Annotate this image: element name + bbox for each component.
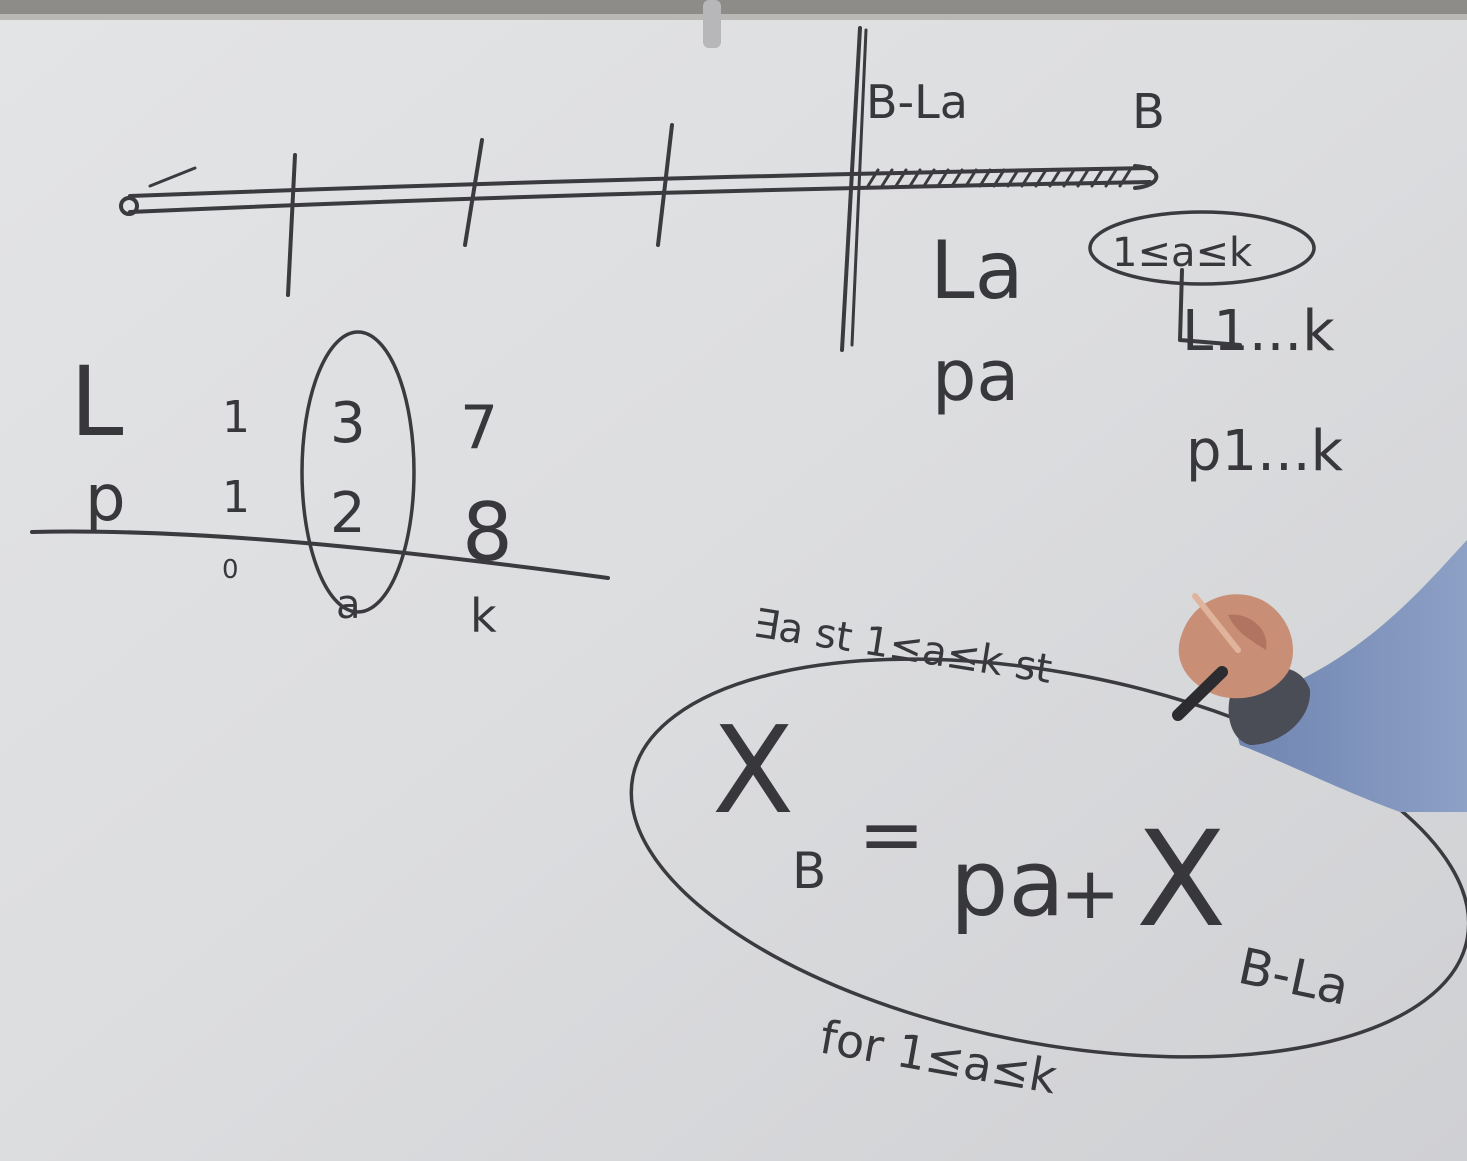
table-row-label-length: L [70, 346, 123, 458]
segment-label-top: B-La [866, 75, 968, 129]
table-cell-price-1: 1 [222, 472, 250, 523]
formula-rhs-var: X [1136, 803, 1226, 957]
rod-tick-1 [286, 153, 297, 297]
hatch-stroke [1104, 168, 1118, 188]
rod-end-label: B [1132, 84, 1165, 140]
hatch-stroke [1048, 168, 1062, 188]
instructor-arm [1172, 540, 1467, 812]
table-index-1: 0 [222, 555, 239, 585]
instructor-sleeve [1238, 540, 1467, 812]
table-index-3: k [470, 589, 497, 643]
hatch-stroke [1062, 168, 1076, 188]
rod-cut-line [840, 26, 862, 352]
hatch-stroke [1006, 168, 1020, 188]
hatch-stroke [1020, 168, 1034, 188]
table-cell-length-3: 7 [460, 393, 498, 463]
hatch-stroke [1118, 168, 1132, 188]
hatch-stroke [880, 168, 894, 188]
table-column-oval [300, 330, 416, 614]
hatch-stroke [936, 168, 950, 188]
marker-icon [1172, 666, 1228, 721]
table-row-label-price: p [85, 462, 126, 536]
table-cell-length-2: 3 [330, 391, 366, 456]
rod-diagram [119, 26, 1159, 352]
table-cell-length-1: 1 [222, 392, 250, 443]
formula-term: pa [950, 830, 1065, 937]
recurrence-oval [629, 657, 1467, 1059]
hatch-stroke [964, 168, 978, 188]
table-divider [30, 529, 610, 580]
prices-label: p1...k [1186, 419, 1344, 484]
hatch-stroke [922, 168, 936, 188]
table-cell-price-2: 2 [330, 481, 366, 546]
board-clip [703, 0, 721, 48]
hatch-stroke [950, 168, 964, 188]
hatch-stroke [908, 168, 922, 188]
recurrence-formula: X B = pa + X B-La [629, 657, 1467, 1059]
hatch-stroke [992, 168, 1006, 188]
board-top-frame [0, 0, 1467, 18]
rod-tick-2 [463, 138, 484, 247]
hatch-stroke [978, 168, 992, 188]
formula-equals: = [858, 788, 925, 881]
hatch-stroke [1076, 168, 1090, 188]
rod-tick-3 [656, 123, 674, 247]
hatch-stroke [1090, 168, 1104, 188]
cut-length-label: La [930, 224, 1024, 317]
formula-lhs-sub: B [792, 842, 826, 900]
hatch-stroke [866, 168, 880, 188]
lengths-label: L1...k [1182, 299, 1335, 364]
formula-plus: + [1060, 851, 1120, 935]
rod-hatching [866, 168, 1132, 188]
price-table: L p 1 1 0 3 2 a 7 8 k [30, 330, 610, 643]
hatch-stroke [894, 168, 908, 188]
formula-lhs-var: X [712, 702, 794, 841]
hatch-stroke [1034, 168, 1048, 188]
cut-price-label: pa [932, 335, 1019, 417]
